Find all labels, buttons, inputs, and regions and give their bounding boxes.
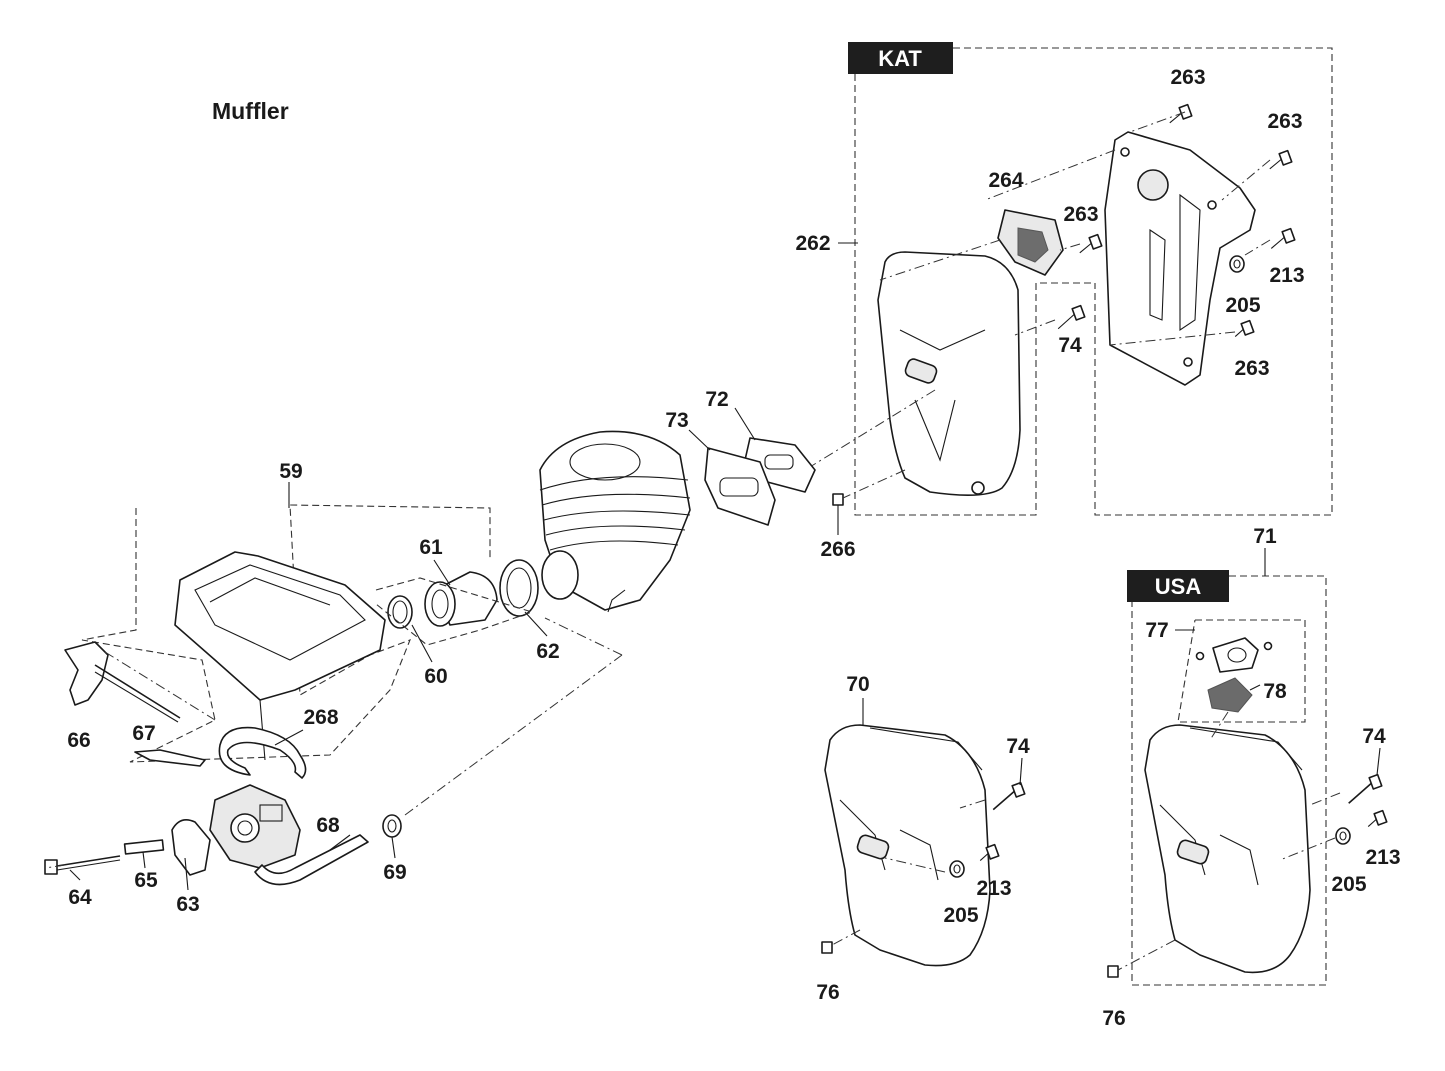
hose-68 — [254, 834, 369, 886]
spark-arrestor-77 — [1195, 637, 1273, 713]
label-70: 70 — [846, 673, 869, 696]
left-assembly-axes — [44, 617, 623, 869]
label-263-right: 263 — [1267, 110, 1302, 133]
kat-badge — [848, 42, 953, 74]
group-59-outline — [81, 504, 491, 763]
usa-group: USA — [1127, 570, 1327, 986]
tube-65 — [123, 839, 165, 855]
rod-67 — [134, 749, 206, 767]
label-262: 262 — [795, 232, 830, 255]
label-72: 72 — [705, 388, 728, 411]
catalytic-element-264 — [997, 209, 1064, 276]
label-213-std: 213 — [976, 877, 1011, 900]
kat-group: KAT — [848, 42, 1333, 516]
label-213-usa: 213 — [1365, 846, 1400, 869]
label-71: 71 — [1253, 525, 1277, 548]
label-74-kat: 74 — [1058, 334, 1082, 357]
kat-outline-right — [953, 47, 1333, 516]
gasket-63 — [171, 819, 211, 876]
label-78: 78 — [1263, 680, 1287, 703]
label-263-bottom: 263 — [1234, 357, 1269, 380]
kat-outline-left — [854, 74, 1095, 516]
label-77: 77 — [1145, 619, 1168, 642]
air-filter-box — [174, 551, 386, 761]
label-205-usa: 205 — [1331, 873, 1366, 896]
label-61: 61 — [419, 536, 443, 559]
grommet-69 — [382, 814, 402, 838]
label-73: 73 — [665, 409, 688, 432]
label-205-std: 205 — [943, 904, 978, 927]
page-title: Muffler — [212, 98, 289, 124]
group-59 — [81, 504, 491, 763]
label-69: 69 — [383, 861, 406, 884]
kat-badge-label: KAT — [878, 46, 922, 71]
label-205-kat: 205 — [1225, 294, 1260, 317]
muffler-70-fasteners — [821, 781, 1026, 954]
carburetor — [209, 784, 301, 869]
label-67: 67 — [132, 722, 155, 745]
kat-screws — [832, 103, 1296, 506]
gasket-73 — [704, 447, 776, 526]
part-labels: 59 60 61 62 63 64 65 66 67 68 69 70 71 7… — [67, 66, 1400, 1030]
label-66: 66 — [67, 729, 90, 752]
label-63: 63 — [176, 893, 199, 916]
spark-arrestor-outline — [1177, 619, 1306, 723]
muffler-usa-fasteners — [1107, 711, 1388, 978]
label-74-usa: 74 — [1362, 725, 1386, 748]
label-266: 266 — [820, 538, 855, 561]
label-76-std: 76 — [816, 981, 839, 1004]
label-264: 264 — [988, 169, 1023, 192]
muffler-usa — [1144, 724, 1311, 974]
label-59: 59 — [279, 460, 302, 483]
label-263-top: 263 — [1170, 66, 1205, 89]
label-68: 68 — [316, 814, 340, 837]
label-74-std: 74 — [1006, 735, 1030, 758]
label-213-kat: 213 — [1269, 264, 1304, 287]
label-60: 60 — [424, 665, 447, 688]
leader-lines — [69, 242, 1381, 891]
label-76-usa: 76 — [1102, 1007, 1125, 1030]
bolt-64 — [44, 855, 121, 875]
intake-parts — [387, 550, 579, 629]
kat-muffler-body — [877, 251, 1021, 496]
label-268: 268 — [303, 706, 338, 729]
usa-outline — [1131, 575, 1327, 986]
label-62: 62 — [536, 640, 559, 663]
kat-muffler-cover — [1104, 131, 1256, 386]
muffler-70 — [824, 724, 991, 967]
usa-badge — [1127, 570, 1229, 602]
label-64: 64 — [68, 886, 92, 909]
label-263-mid: 263 — [1063, 203, 1098, 226]
cylinder — [539, 430, 691, 613]
kat-assembly-axes — [804, 111, 1271, 499]
intake-group-outline — [375, 577, 534, 646]
lever-66 — [64, 641, 181, 723]
label-65: 65 — [134, 869, 158, 892]
nut-266 — [832, 493, 844, 506]
usa-badge-label: USA — [1155, 574, 1202, 599]
